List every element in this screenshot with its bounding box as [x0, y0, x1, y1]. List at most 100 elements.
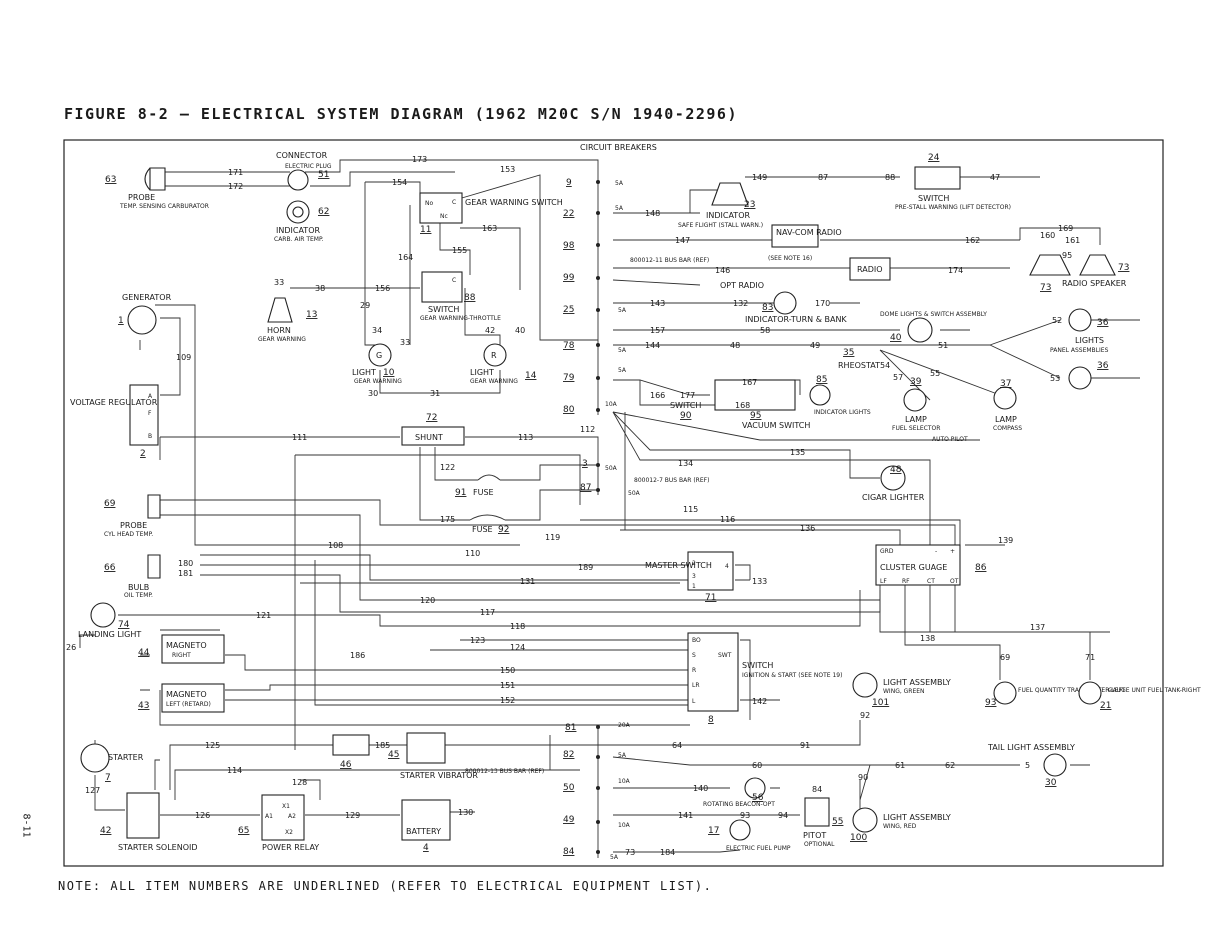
svg-text:139: 139 — [998, 536, 1013, 545]
svg-text:48: 48 — [890, 465, 902, 475]
indicator-lights: 85 INDICATOR LIGHTS — [809, 375, 871, 416]
svg-text:SHUNT: SHUNT — [415, 433, 443, 442]
svg-text:168: 168 — [735, 401, 750, 410]
svg-text:4: 4 — [423, 843, 429, 853]
svg-text:CLUSTER GUAGE: CLUSTER GUAGE — [880, 563, 947, 572]
generator: GENERATOR 1 — [118, 293, 172, 335]
svg-text:WING, GREEN: WING, GREEN — [883, 688, 925, 695]
svg-text:No: No — [425, 200, 433, 207]
svg-text:26: 26 — [66, 643, 76, 652]
wires — [79, 159, 1140, 858]
svg-text:34: 34 — [372, 326, 382, 335]
svg-text:79: 79 — [563, 373, 575, 383]
svg-text:BULB: BULB — [128, 583, 149, 592]
auto-pilot-label: AUTO PILOT — [932, 436, 968, 443]
svg-text:C: C — [452, 277, 456, 284]
svg-text:42: 42 — [100, 826, 111, 836]
svg-text:126: 126 — [195, 811, 210, 820]
svg-text:40: 40 — [515, 326, 525, 335]
svg-text:VACUUM SWITCH: VACUUM SWITCH — [742, 421, 810, 430]
cigar-lighter: 48 CIGAR LIGHTER — [862, 465, 925, 502]
radio-speaker: 73 RADIO SPEAKER 73 — [1029, 254, 1129, 293]
svg-text:39: 39 — [910, 377, 922, 387]
svg-text:44: 44 — [138, 648, 150, 658]
svg-text:B: B — [148, 433, 152, 440]
svg-text:87: 87 — [580, 483, 591, 493]
svg-text:ROTATING BEACON-OPT: ROTATING BEACON-OPT — [703, 801, 775, 808]
fuel-quantity-transmitter: 93 FUEL QUANTITY TRANSMITTER-LEFT — [985, 681, 1126, 708]
svg-text:35: 35 — [843, 348, 854, 358]
svg-text:51: 51 — [318, 170, 329, 180]
svg-text:184: 184 — [660, 848, 675, 857]
svg-text:66: 66 — [104, 563, 116, 573]
svg-text:A1: A1 — [265, 813, 273, 820]
svg-text:157: 157 — [650, 326, 665, 335]
bus-bar-13: 800012-13 BUS BAR (REF) — [465, 768, 544, 775]
bus-bar-11: 800012-11 BUS BAR (REF) — [630, 257, 709, 264]
svg-text:S: S — [692, 652, 696, 659]
svg-text:LAMP: LAMP — [995, 415, 1017, 424]
bus-bar-7: 800012-7 BUS BAR (REF) — [634, 477, 709, 484]
svg-text:85: 85 — [816, 375, 827, 385]
svg-text:PITOT: PITOT — [803, 831, 826, 840]
lamp-compass: 37 LAMP COMPASS — [993, 379, 1022, 432]
svg-text:119: 119 — [545, 533, 560, 542]
svg-text:146: 146 — [715, 266, 730, 275]
svg-text:69: 69 — [104, 499, 116, 509]
light-assembly-green: LIGHT ASSEMBLY WING, GREEN 101 — [852, 672, 951, 708]
rotating-beacon: 56 ROTATING BEACON-OPT — [703, 777, 775, 808]
dome-lights: DOME LIGHTS & SWITCH ASSEMBLY 40 — [880, 311, 987, 343]
svg-text:-: - — [935, 548, 937, 555]
svg-text:30: 30 — [1045, 778, 1057, 788]
svg-text:86: 86 — [975, 563, 987, 573]
svg-text:TAIL LIGHT ASSEMBLY: TAIL LIGHT ASSEMBLY — [987, 743, 1075, 752]
svg-text:PROBE: PROBE — [128, 193, 155, 202]
svg-text:164: 164 — [398, 253, 413, 262]
svg-text:180: 180 — [178, 559, 193, 568]
opt-radio-label: OPT RADIO — [720, 281, 764, 290]
connector-plug: CONNECTOR ELECTRIC PLUG 51 — [276, 151, 332, 191]
svg-text:CARB. AIR TEMP.: CARB. AIR TEMP. — [274, 236, 324, 243]
svg-text:63: 63 — [105, 175, 116, 185]
svg-text:116: 116 — [720, 515, 735, 524]
breakers-header: CIRCUIT BREAKERS — [580, 143, 657, 152]
svg-text:33: 33 — [274, 278, 284, 287]
svg-text:93: 93 — [985, 698, 996, 708]
svg-text:47: 47 — [990, 173, 1000, 182]
landing-light: 74 LANDING LIGHT — [78, 602, 141, 639]
svg-text:93: 93 — [740, 811, 750, 820]
svg-text:81: 81 — [565, 723, 576, 733]
svg-text:3: 3 — [692, 573, 696, 580]
svg-text:143: 143 — [650, 299, 665, 308]
svg-text:GEAR WARNING: GEAR WARNING — [354, 378, 402, 385]
svg-text:31: 31 — [430, 389, 440, 398]
svg-text:10: 10 — [383, 368, 395, 378]
svg-text:131: 131 — [520, 577, 535, 586]
svg-text:BATTERY: BATTERY — [406, 827, 441, 836]
svg-text:GRD: GRD — [880, 548, 894, 555]
stall-switch: 24 SWITCH PRE-STALL WARNING (LIFT DETECT… — [895, 153, 1011, 211]
vacuum-switch: VACUUM SWITCH 95 — [714, 379, 810, 430]
svg-text:87: 87 — [818, 173, 828, 182]
svg-text:55: 55 — [832, 817, 843, 827]
svg-text:53: 53 — [1050, 374, 1060, 383]
svg-text:X2: X2 — [285, 829, 293, 836]
svg-text:177: 177 — [680, 391, 695, 400]
svg-text:5A: 5A — [610, 854, 619, 861]
svg-text:54: 54 — [880, 361, 890, 370]
svg-text:92: 92 — [498, 525, 509, 535]
svg-text:125: 125 — [205, 741, 220, 750]
svg-text:91: 91 — [455, 488, 466, 498]
svg-text:LEFT (RETARD): LEFT (RETARD) — [166, 701, 211, 708]
svg-text:166: 166 — [650, 391, 665, 400]
svg-text:142: 142 — [752, 697, 767, 706]
